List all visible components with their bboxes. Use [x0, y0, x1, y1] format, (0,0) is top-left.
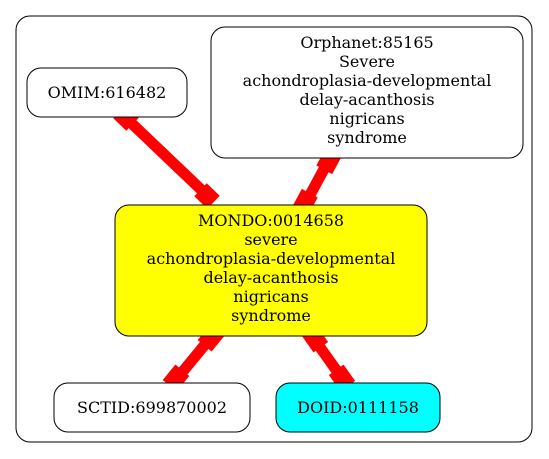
node-orphanet[interactable]: Orphanet:85165 Severe achondroplasia-dev…: [210, 26, 524, 159]
node-mondo[interactable]: MONDO:0014658 severe achondroplasia-deve…: [114, 204, 428, 337]
node-doid[interactable]: DOID:0111158: [275, 382, 441, 433]
node-mondo-line-4: nigricans: [233, 287, 308, 306]
node-mondo-line-5: syndrome: [231, 306, 311, 325]
node-mondo-line-3: delay-acanthosis: [203, 268, 338, 287]
edge-omim-mondo: [113, 105, 220, 209]
node-orphanet-line-1: Severe: [339, 52, 395, 71]
node-omim-line-0: OMIM:616482: [48, 83, 167, 102]
node-orphanet-line-4: nigricans: [329, 109, 404, 128]
node-orphanet-line-0: Orphanet:85165: [300, 33, 433, 52]
node-omim[interactable]: OMIM:616482: [26, 67, 188, 118]
node-orphanet-line-5: syndrome: [327, 128, 407, 147]
cluster-frame: [15, 15, 533, 443]
node-doid-line-0: DOID:0111158: [297, 398, 419, 417]
node-mondo-line-1: severe: [244, 230, 297, 249]
node-mondo-line-0: MONDO:0014658: [198, 211, 344, 230]
nodes-layer: OMIM:616482 Orphanet:85165 Severe achond…: [26, 26, 524, 433]
node-sctid[interactable]: SCTID:699870002: [53, 382, 251, 433]
node-mondo-line-2: achondroplasia-developmental: [147, 249, 396, 268]
node-orphanet-line-2: achondroplasia-developmental: [243, 71, 492, 90]
node-orphanet-line-3: delay-acanthosis: [299, 90, 434, 109]
node-sctid-line-0: SCTID:699870002: [77, 398, 227, 417]
